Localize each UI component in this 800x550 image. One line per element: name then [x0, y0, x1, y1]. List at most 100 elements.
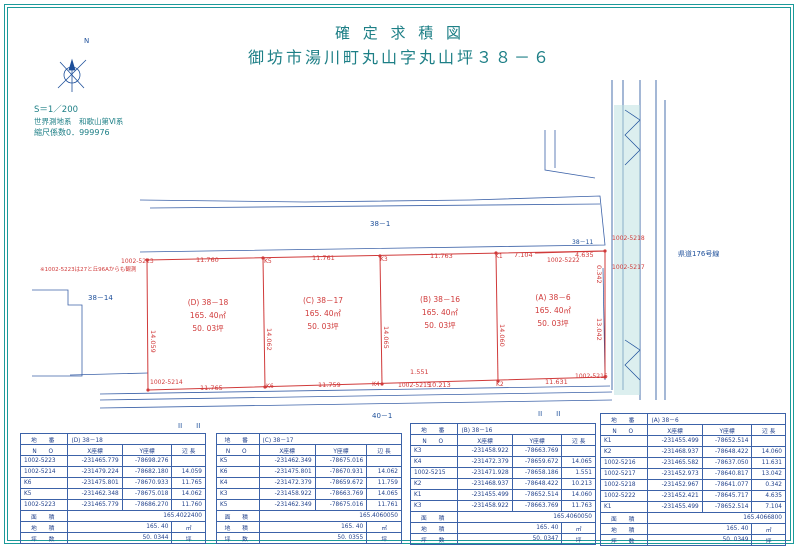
- drawing-title: 確 定 求 積 図: [334, 24, 466, 42]
- dim-bot-d: 11.765: [200, 384, 223, 392]
- lot-b-name: (B) 38－16: [420, 295, 460, 304]
- header-no: N O: [599, 424, 649, 436]
- point-label-5223: 1002-5223: [121, 258, 154, 265]
- point-label-k6: K6: [266, 383, 274, 390]
- header-chiban: 地 番: [216, 433, 260, 445]
- road-marks-left: II II: [178, 422, 200, 430]
- header-len: 辺 長: [751, 424, 786, 436]
- tsubo-label: 坪 数: [216, 532, 260, 544]
- lot-d-area: 165. 40㎡: [190, 311, 227, 320]
- table-row: K1-231455.499-78652.514: [599, 435, 786, 447]
- point-label-k1: K1: [495, 253, 503, 260]
- chiseki-label: 地 積: [599, 523, 649, 535]
- point-label-k4: K4: [372, 381, 380, 388]
- lot-d-tsubo: 50. 03坪: [192, 324, 224, 333]
- header-x: X座標: [647, 424, 703, 436]
- lot-boundaries: [146, 250, 606, 391]
- tsubo-label: 坪 数: [599, 534, 649, 546]
- area-value: 165.4066800: [647, 512, 786, 524]
- drawing-location: 御坊市湯川町丸山字丸山坪３８－６: [247, 48, 552, 67]
- lot-a-name: (A) 38－6: [535, 293, 570, 302]
- tsubo-value: 50. 0344: [67, 532, 173, 544]
- header-no: N O: [19, 444, 69, 456]
- lot-label-38-1: 38－1: [370, 220, 390, 228]
- header-len: 辺 長: [171, 444, 206, 456]
- lot-c-area: 165. 40㎡: [305, 309, 342, 318]
- chiseki-value: 165. 40: [258, 521, 368, 533]
- tsubo-unit: 坪: [366, 532, 402, 544]
- point-label-k5: K5: [264, 258, 272, 265]
- header-y: Y座標: [314, 444, 368, 456]
- coordinate-system-label: 世界測地系 和歌山第Ⅵ系: [34, 117, 124, 126]
- area-label: 面 積: [216, 510, 260, 522]
- point-label-k2: K2: [496, 381, 504, 388]
- road-label-prefectural: 県道176号線: [678, 249, 719, 258]
- header-chiban: 地 番: [599, 413, 649, 425]
- road-shading: [614, 105, 640, 395]
- table-row: K3-231458.922-78663.769: [409, 445, 596, 457]
- chiseki-label: 地 積: [19, 521, 69, 533]
- tsubo-value: 50. 0355: [258, 532, 368, 544]
- tsubo-label: 坪 数: [19, 532, 69, 544]
- table-lot: (C) 38－17: [258, 433, 403, 445]
- dim-bot-c: 11.759: [318, 381, 341, 389]
- chiseki-value: 165. 40: [67, 521, 173, 533]
- lot-label-38-14: 38－14: [88, 294, 113, 302]
- adjacent-lot-38-14: [32, 289, 149, 377]
- sqm-unit: ㎡: [171, 521, 206, 533]
- north-label: N: [84, 37, 89, 45]
- table-row: K5-231462.349-78675.016: [216, 455, 402, 467]
- chiseki-value: 165. 40: [647, 523, 753, 535]
- chiseki-label: 地 積: [216, 521, 260, 533]
- dim-side-d: 14.059: [149, 330, 157, 353]
- dim-side-c: 14.062: [265, 328, 273, 351]
- lot-a-area: 165. 40㎡: [535, 306, 572, 315]
- lot-d-name: (D) 38－18: [188, 298, 229, 307]
- dim-k4-tick: 1.551: [410, 368, 429, 376]
- chiseki-label: 地 積: [409, 522, 459, 534]
- header-chiban: 地 番: [19, 433, 69, 445]
- lot-label-38-11: 38－11: [572, 239, 593, 246]
- table-lot: (D) 38－18: [67, 433, 206, 445]
- lot-a-tsubo: 50. 03坪: [537, 319, 569, 328]
- header-y: Y座標: [121, 444, 173, 456]
- header-x: X座標: [67, 444, 123, 456]
- dim-top-c: 11.761: [312, 254, 335, 262]
- header-y: Y座標: [701, 424, 753, 436]
- area-value: 165.4022400: [67, 510, 206, 522]
- header-len: 辺 長: [366, 444, 402, 456]
- dim-side-b: 14.065: [382, 326, 390, 349]
- dim-bot-a: 11.631: [545, 378, 568, 386]
- sqm-unit: ㎡: [561, 522, 596, 534]
- dim-top-b: 11.763: [430, 252, 453, 260]
- drawing-border-outer: [4, 4, 794, 544]
- dim-p2-tick: 4.635: [575, 251, 594, 259]
- dim-top-a: 7.104: [514, 251, 533, 259]
- table-lot: (B) 38－16: [457, 423, 596, 435]
- dim-top-d: 11.760: [196, 256, 219, 264]
- tsubo-label: 坪 数: [409, 533, 459, 545]
- point-label-5216: 1002-5216: [575, 373, 608, 380]
- lot-b-tsubo: 50. 03坪: [424, 321, 456, 330]
- lot-c-tsubo: 50. 03坪: [307, 322, 339, 331]
- sqm-unit: ㎡: [751, 523, 786, 535]
- road-marks-right: II II: [538, 410, 560, 418]
- north-arrow-icon: [57, 58, 87, 92]
